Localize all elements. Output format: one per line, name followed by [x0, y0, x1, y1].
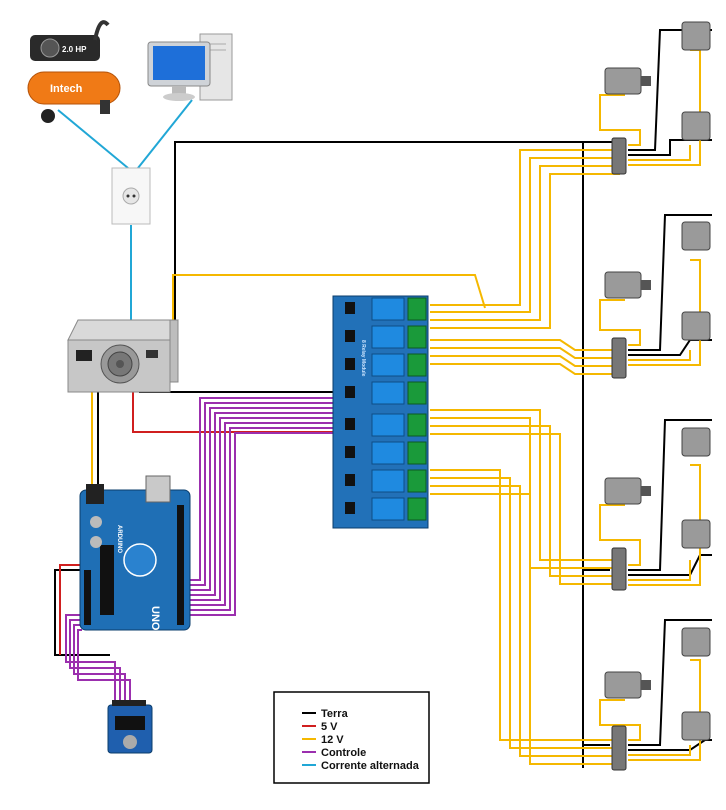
rtc-module-icon: [107, 700, 153, 754]
legend-item-5v: 5 V: [302, 721, 338, 733]
pneumatic-valve-icon: [681, 427, 711, 457]
legend-item-controle: Controle: [302, 747, 366, 759]
pneumatic-valve-icon: [681, 21, 711, 51]
legend-item-12v: 12 V: [302, 734, 344, 746]
legend: Terra 5 V 12 V Controle Corrente alterna…: [273, 691, 430, 784]
ac-wires: [57, 99, 193, 320]
arduino-board-icon: UNO ARDUINO: [79, 475, 191, 631]
pneumatic-valves: [604, 21, 711, 741]
pneumatic-valve-icon: [681, 111, 711, 141]
legend-label: Corrente alternada: [321, 760, 420, 772]
legend-item-corrente-alternada: Corrente alternada: [302, 760, 420, 772]
arduino-brand: ARDUINO: [116, 525, 122, 553]
wall-outlet-icon: [111, 167, 151, 225]
pneumatic-valve-icon: [681, 311, 711, 341]
pneumatic-valve-icon: [604, 477, 651, 505]
pneumatic-valve-icon: [681, 519, 711, 549]
pneumatic-valve-icon: [681, 711, 711, 741]
computer-icon: [147, 33, 233, 101]
power-supply-icon: [67, 319, 179, 393]
compressor-brand: Intech: [50, 83, 83, 95]
12v-wires: [91, 49, 701, 765]
pneumatic-valve-icon: [604, 671, 651, 699]
legend-label: 5 V: [321, 721, 338, 733]
terminal-block-icon: [611, 137, 627, 771]
control-wires: [65, 397, 335, 705]
pneumatic-valve-icon: [681, 221, 711, 251]
compressor-icon: 2.0 HP Intech: [27, 20, 121, 123]
legend-label: 12 V: [321, 734, 344, 746]
relay-module-icon: 8 Relay Module: [332, 295, 429, 529]
legend-label: Terra: [321, 708, 349, 720]
pneumatic-valve-icon: [604, 67, 651, 95]
legend-label: Controle: [321, 747, 366, 759]
relay-module-label: 8 Relay Module: [360, 340, 366, 377]
pneumatic-valve-icon: [604, 271, 651, 299]
legend-item-terra: Terra: [302, 708, 349, 720]
arduino-label: UNO: [149, 606, 161, 631]
compressor-power: 2.0 HP: [62, 45, 87, 54]
pneumatic-valve-icon: [681, 627, 711, 657]
